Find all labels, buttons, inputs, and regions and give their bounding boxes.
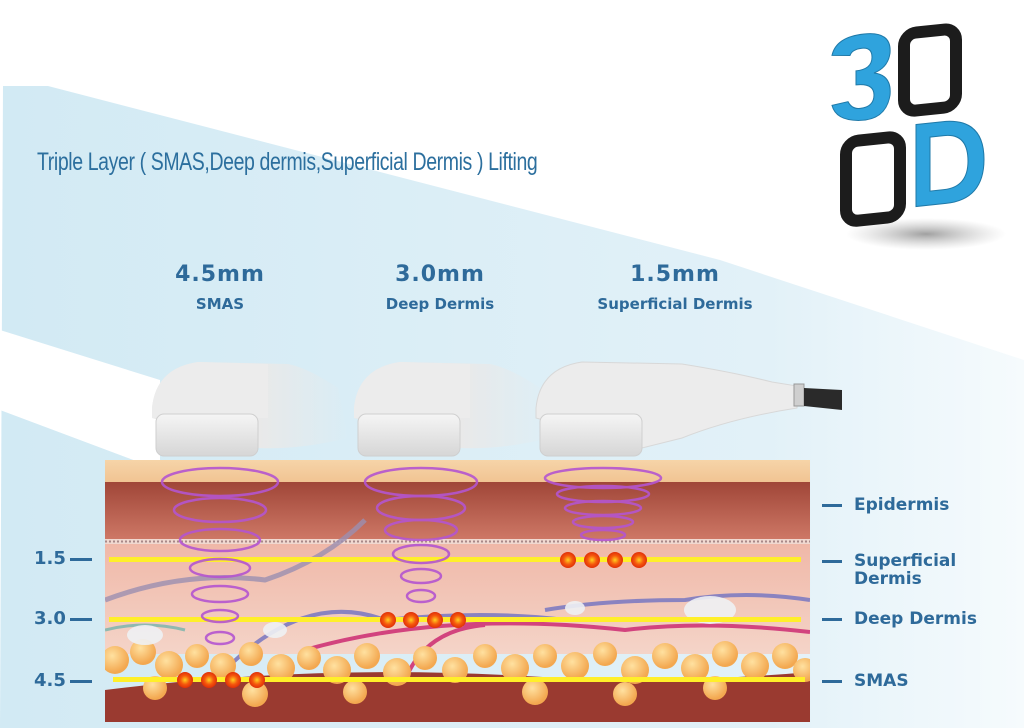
dash-icon (822, 503, 842, 507)
depth-value: 3.0mm (395, 262, 485, 287)
label-superficial-dermis-line2: Dermis (854, 569, 922, 589)
transducer-4-5mm (152, 362, 348, 457)
depth-tick-4-5: 4.5 (34, 670, 92, 691)
focus-line-4-5 (113, 677, 805, 682)
depth-value: 1.5mm (630, 262, 720, 287)
dash-icon (822, 679, 842, 683)
transducer-3-0mm (354, 362, 550, 457)
3d-logo (831, 23, 1006, 250)
label-superficial-dermis: Superficial (822, 553, 956, 570)
focus-line-1-5 (109, 557, 801, 562)
dash-icon (69, 557, 92, 561)
column-deep-dermis: 3.0mm Deep Dermis (365, 262, 515, 313)
dash-icon (822, 617, 842, 621)
skin-cross-section (105, 460, 810, 722)
dash-icon (69, 617, 92, 621)
column-superficial-dermis: 1.5mm Superficial Dermis (570, 262, 780, 313)
label-smas: SMAS (822, 673, 909, 690)
column-smas: 4.5mm SMAS (160, 262, 280, 313)
layer-name: Deep Dermis (385, 295, 495, 313)
label-epidermis: Epidermis (822, 497, 949, 514)
dash-icon (69, 679, 92, 683)
depth-value: 4.5mm (175, 262, 265, 287)
depth-tick-3-0: 3.0 (34, 608, 92, 629)
dash-icon (822, 559, 842, 563)
layer-name: SMAS (195, 295, 245, 313)
transducer-1-5mm (535, 361, 842, 457)
layer-name: Superficial Dermis (597, 295, 753, 313)
page-title: Triple Layer ( SMAS,Deep dermis,Superfic… (37, 148, 538, 176)
depth-tick-1-5: 1.5 (34, 548, 92, 569)
cable-icon (804, 388, 842, 410)
label-deep-dermis: Deep Dermis (822, 611, 977, 628)
